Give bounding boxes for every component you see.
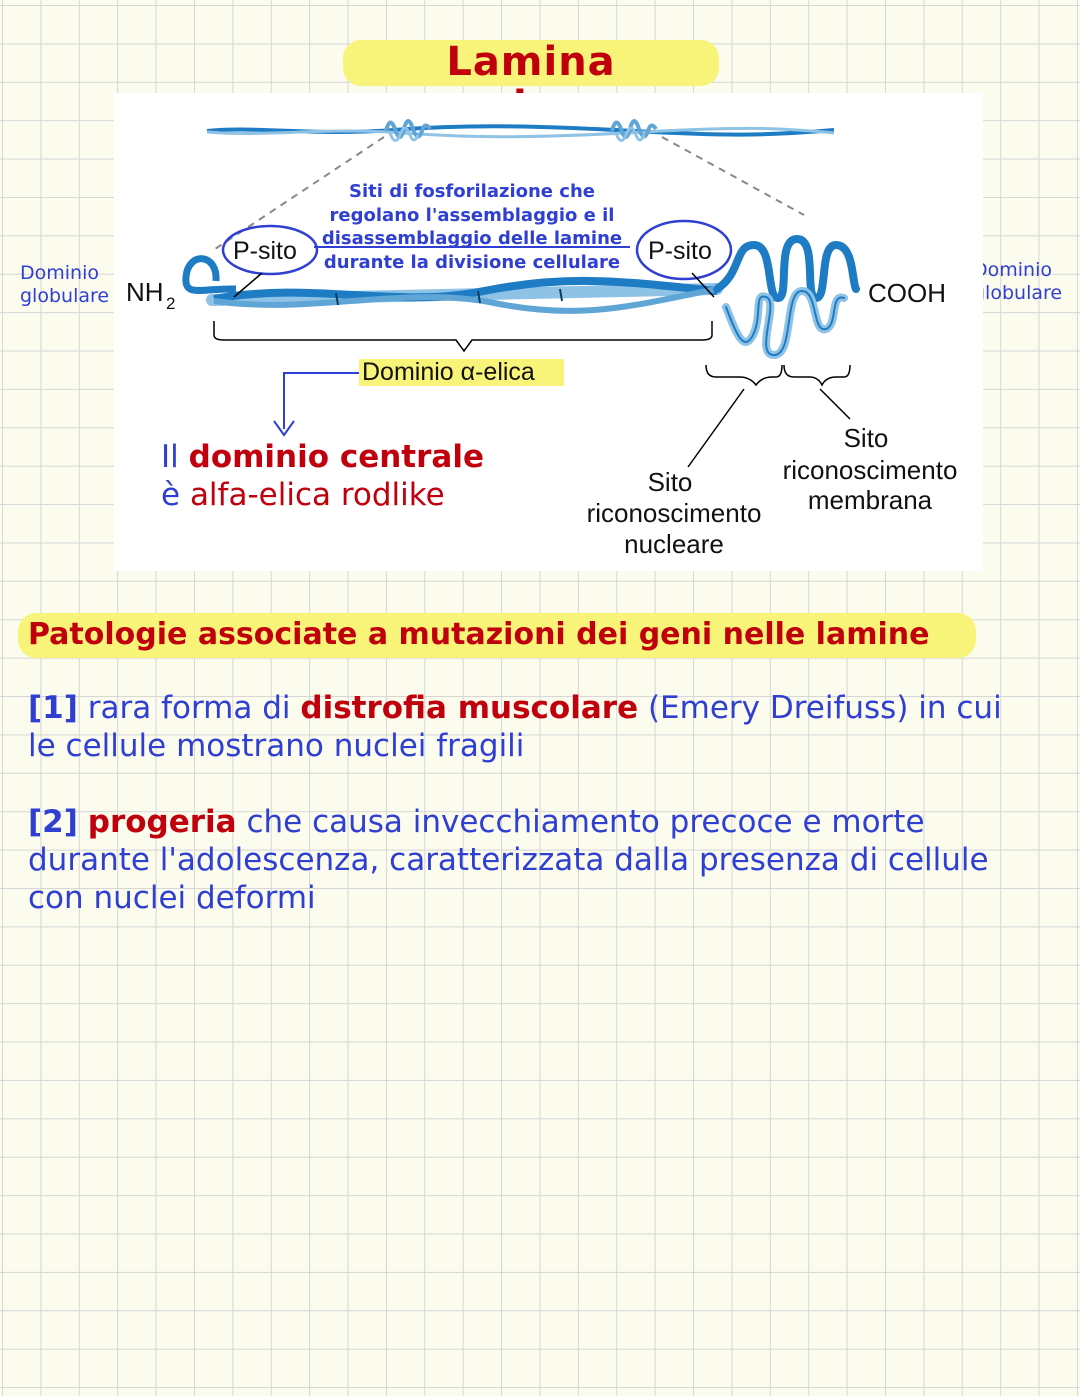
alpha-domain-label: Dominio α-elica [362, 358, 535, 386]
nh2-subscript: 2 [166, 294, 175, 313]
section-heading: Patologie associate a mutazioni dei geni… [18, 613, 976, 658]
cooh-label: COOH [868, 278, 946, 308]
nuclear-site-label: Sito riconoscimento nucleare [587, 467, 762, 559]
nuclear-site-line3: nucleare [624, 529, 724, 559]
alpha-domain-brace [213, 321, 713, 353]
p-site-left-circle [221, 224, 319, 276]
nh2-label: NH [126, 277, 164, 307]
item-line2: durante l'adolescenza, caratterizzata da… [28, 842, 989, 878]
phospho-note-line1: Siti di fosforilazione che [349, 181, 595, 202]
membrane-site-line3: membrana [808, 485, 933, 515]
item-text-post: (Emery Dreifuss) in cui [638, 690, 1002, 726]
nuclear-site-line1: Sito [648, 467, 693, 497]
lamin-diagram: NH 2 COOH P-sito P-sito Siti di fosforil… [114, 93, 983, 571]
central-note-line2-rest: alfa-elica rodlike [189, 477, 445, 513]
p-site-right-circle [635, 219, 733, 281]
membrane-site-label: Sito riconoscimento membrana [783, 423, 958, 515]
central-domain-note: Il dominio centrale è alfa-elica rodlike [161, 438, 484, 514]
central-note-prefix: Il [161, 439, 179, 475]
central-note-bold: dominio centrale [188, 439, 484, 475]
nuclear-site-brace [705, 364, 783, 387]
c-terminal-domain [713, 234, 860, 360]
page-title: Lamina nucleare [343, 40, 719, 128]
alpha-domain-highlight [359, 359, 564, 386]
right-label-line1: Dominio [973, 259, 1052, 281]
membrane-site-line2: riconoscimento [783, 455, 958, 485]
item-keyword: distrofia muscolare [300, 690, 639, 726]
phosphorylation-note: Siti di fosforilazione che regolano l'as… [322, 181, 622, 273]
item-keyword: progeria [87, 804, 237, 840]
right-label-line2: globulare [973, 282, 1063, 304]
alpha-helix-rod [206, 276, 723, 314]
item-line3: con nuclei deformi [28, 880, 316, 916]
phospho-note-line2: regolano l'assemblaggio e il [330, 205, 615, 226]
phospho-note-line4: durante la divisione cellulare [324, 252, 620, 273]
membrane-site-brace [783, 364, 851, 387]
item-text-pre: rara forma di [77, 690, 301, 726]
left-label-line1: Dominio [20, 262, 99, 284]
central-note-arrow [283, 372, 360, 429]
lamin-filament [206, 119, 835, 142]
membrane-site-line1: Sito [844, 423, 889, 453]
central-note-line2-prefix: è [161, 477, 181, 513]
n-terminal-domain [182, 255, 237, 294]
p-site-left-label: P-sito [233, 237, 297, 265]
phospho-note-line3: disassemblaggio delle lamine [322, 228, 622, 249]
item-text-pre [78, 804, 88, 840]
list-item: [1] rara forma di distrofia muscolare (E… [28, 689, 1058, 765]
item-text-post: che causa invecchiamento precoce e morte [236, 804, 925, 840]
left-globular-label: Dominio globulare [20, 262, 109, 308]
item-number: [1] [28, 690, 78, 726]
nuclear-site-line2: riconoscimento [587, 498, 762, 528]
left-label-line2: globulare [20, 285, 110, 307]
lamin-structure-svg: NH 2 COOH P-sito P-sito Siti di fosforil… [126, 119, 958, 559]
right-globular-label: Dominio globulare [973, 259, 1062, 305]
item-number: [2] [28, 804, 78, 840]
item-line2: le cellule mostrano nuclei fragili [28, 728, 525, 764]
list-item: [2] progeria che causa invecchiamento pr… [28, 803, 1058, 917]
p-site-right-label: P-sito [648, 237, 712, 265]
